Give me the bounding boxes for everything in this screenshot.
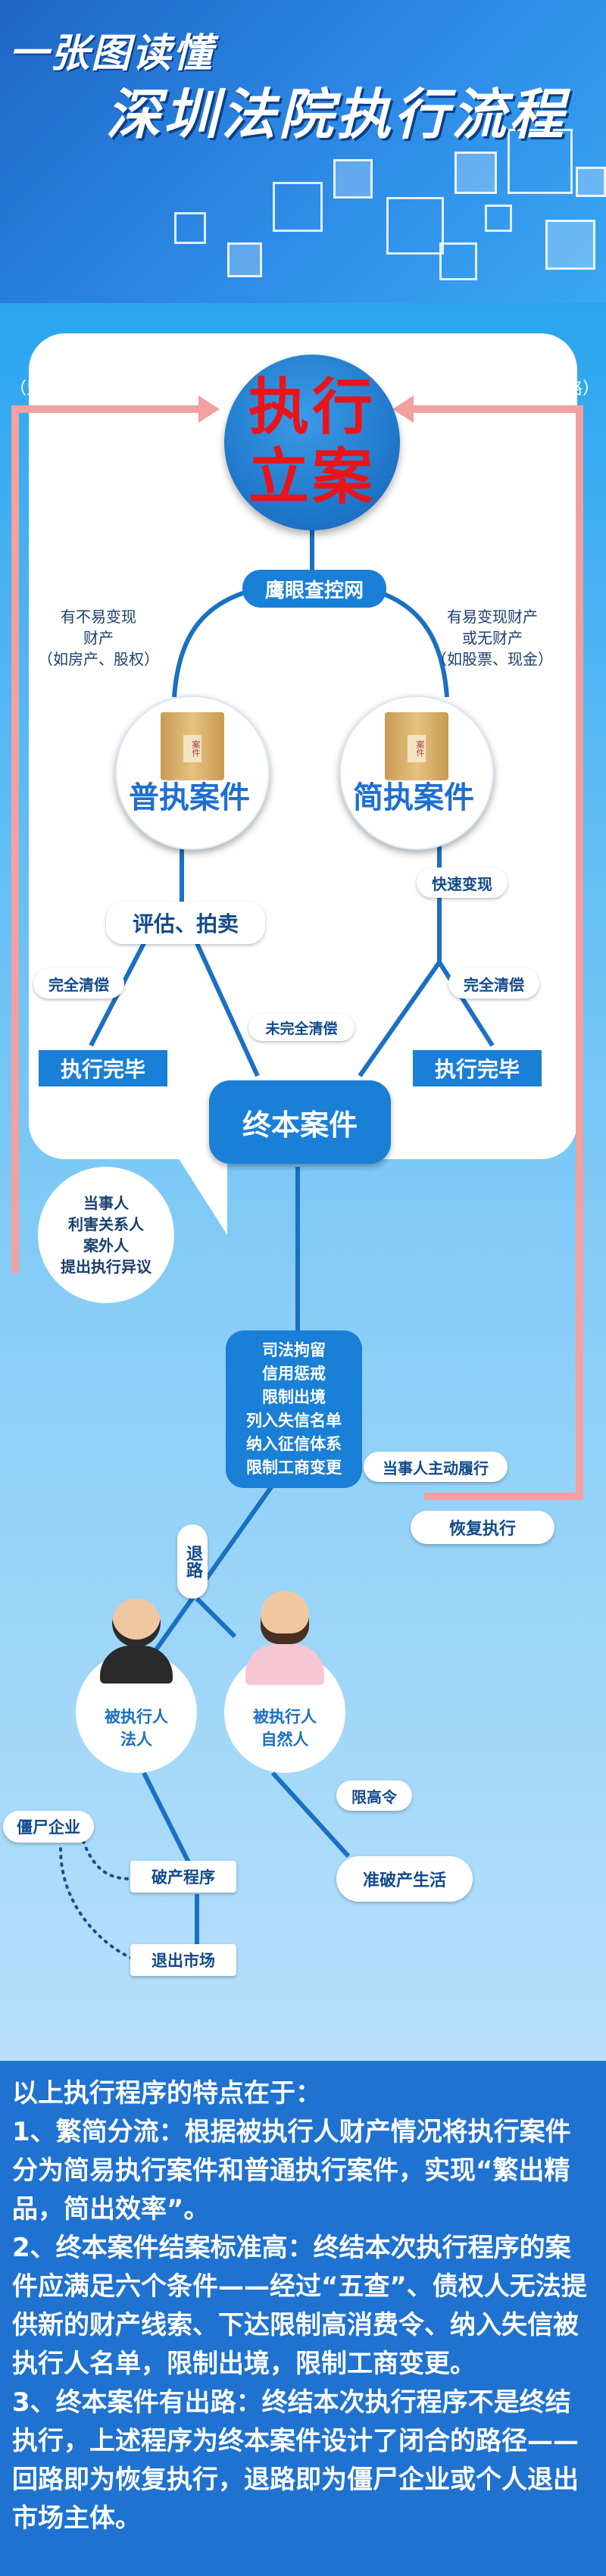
measures-node: 司法拘留 信用惩戒 限制出境 列入失信名单 纳入征信体系 限制工商变更 <box>226 1330 362 1488</box>
entity-node: 被执行人 法人 <box>76 1599 197 1773</box>
voluntary-node: 当事人主动履行 <box>364 1452 508 1482</box>
line-appraisal-final <box>195 942 260 1077</box>
folder-label: 案件 <box>408 735 426 762</box>
exit-path-node: 退路 <box>177 1524 208 1599</box>
done-left-node: 执行完毕 <box>36 1048 170 1089</box>
exit-path-text: 退路 <box>183 1545 202 1578</box>
network-node: 鹰眼查控网 <box>242 570 386 608</box>
line-fast-done <box>437 961 495 1047</box>
measure-2: 信用惩戒 <box>262 1365 326 1383</box>
individual-avatar <box>261 1591 309 1644</box>
right-cond-1: 有易变现财产 <box>447 608 538 626</box>
entity-2: 法人 <box>120 1730 152 1749</box>
line-network-right <box>374 589 449 698</box>
exit-market-node: 退出市场 <box>130 1944 236 1976</box>
appraisal-node: 评估、拍卖 <box>106 902 265 944</box>
decor-square <box>508 129 573 194</box>
decor-square <box>273 182 323 232</box>
entity-avatar <box>112 1599 161 1647</box>
line-fast-final <box>358 961 442 1077</box>
entity-1: 被执行人 <box>105 1708 168 1726</box>
folder-icon: 案件 <box>385 712 448 780</box>
fast-realize-node: 快速变现 <box>417 868 508 898</box>
left-cond-3: （如房产、股权） <box>38 650 159 668</box>
measure-1: 司法拘留 <box>262 1341 326 1359</box>
line-network-left <box>172 589 251 698</box>
start-line1: 执行 <box>248 372 376 442</box>
header-title: 深圳法院执行流程 <box>106 83 567 146</box>
general-case-title: 普执案件 <box>129 780 250 815</box>
notes-p2: 2、终本案件结案标准高：终结本次执行程序的案件应满足六个条件——经过“五查”、债… <box>12 2233 587 2379</box>
individual-body <box>245 1644 324 1685</box>
measure-6: 限制工商变更 <box>246 1458 342 1477</box>
measure-3: 限制出境 <box>262 1388 326 1406</box>
decor-square <box>454 152 497 194</box>
simple-case-node: 案件 <box>339 696 494 850</box>
speech-bubble-tail <box>174 1152 227 1235</box>
header-banner: 一张图读懂 深圳法院执行流程 <box>0 0 606 303</box>
zombie-node: 僵尸企业 <box>3 1811 94 1843</box>
individual-1: 被执行人 <box>253 1708 317 1726</box>
objection-2: 利害关系人 <box>68 1215 144 1233</box>
line-zombie-dotted <box>59 1847 134 1960</box>
right-cond-3: （如股票、现金） <box>432 650 553 668</box>
decor-square <box>227 242 262 277</box>
decor-square <box>576 167 606 197</box>
decor-square <box>386 197 444 255</box>
entity-body <box>100 1646 173 1683</box>
line-zombie-bankruptcy <box>82 1840 134 1880</box>
notes-panel <box>0 2061 606 2576</box>
line-exit-individual <box>195 1596 237 1639</box>
quasi-bankrupt-node: 准破产生活 <box>336 1856 473 1902</box>
left-cond-2: 财产 <box>83 629 114 647</box>
monitor-loop-line <box>11 405 205 1273</box>
right-condition: 有易变现财产 或无财产 （如股票、现金） <box>409 606 576 670</box>
measure-5: 纳入征信体系 <box>246 1435 342 1453</box>
line-measures-exit <box>142 1483 275 1668</box>
decor-square <box>545 220 595 270</box>
return-label: （回路） <box>532 380 599 399</box>
decor-square <box>485 205 512 232</box>
decor-square <box>333 159 373 199</box>
measure-4: 列入失信名单 <box>246 1411 342 1430</box>
resume-node: 恢复执行 <box>411 1511 554 1544</box>
monitor-label: （监督） <box>9 380 77 399</box>
bankruptcy-node: 破产程序 <box>130 1861 236 1893</box>
final-case-node: 终本案件 <box>209 1080 391 1164</box>
notes-p3: 3、终本案件有出路：终结本次执行程序不是终结执行，上述程序为终本案件设计了闭合的… <box>12 2387 579 2534</box>
simple-case-title: 简执案件 <box>353 780 474 815</box>
folder-label: 案件 <box>183 735 201 762</box>
objection-1: 当事人 <box>83 1194 129 1212</box>
header-subtitle: 一张图读懂 <box>9 31 214 77</box>
restrict-high-node: 限高令 <box>336 1780 412 1811</box>
done-right-node: 执行完毕 <box>411 1048 544 1089</box>
decor-square <box>439 242 477 280</box>
return-loop-line <box>409 405 583 1500</box>
decor-square <box>174 212 206 244</box>
objection-3: 案外人 <box>83 1236 129 1255</box>
individual-node: 被执行人 自然人 <box>224 1591 345 1773</box>
monitor-arrow <box>198 395 220 423</box>
return-arrow <box>392 395 414 423</box>
notes-text: 以上执行程序的特点在于： 1、繁简分流：根据被执行人财产情况将执行案件分为简易执… <box>12 2074 595 2538</box>
objection-4: 提出执行异议 <box>61 1258 152 1276</box>
line-entity-bankruptcy <box>142 1771 192 1865</box>
start-node: 执行 立案 <box>224 355 400 530</box>
right-cond-2: 或无财产 <box>462 629 523 647</box>
left-condition: 有不易变现 财产 （如房产、股权） <box>23 606 174 670</box>
start-line2: 立案 <box>248 442 376 512</box>
folder-icon: 案件 <box>161 712 224 780</box>
notes-intro: 以上执行程序的特点在于： <box>12 2078 321 2109</box>
left-cond-1: 有不易变现 <box>61 608 136 626</box>
full-settle-left: 完全清偿 <box>33 968 124 999</box>
objection-node: 当事人 利害关系人 案外人 提出执行异议 <box>38 1167 174 1303</box>
line-individual-restrict <box>270 1771 351 1859</box>
notes-p1: 1、繁简分流：根据被执行人财产情况将执行案件分为简易执行案件和普通执行案件，实现… <box>12 2117 571 2224</box>
individual-2: 自然人 <box>261 1730 309 1749</box>
full-settle-right: 完全清偿 <box>448 968 539 999</box>
general-case-node: 案件 <box>115 696 270 850</box>
partial-settle: 未完全清偿 <box>248 1014 355 1041</box>
